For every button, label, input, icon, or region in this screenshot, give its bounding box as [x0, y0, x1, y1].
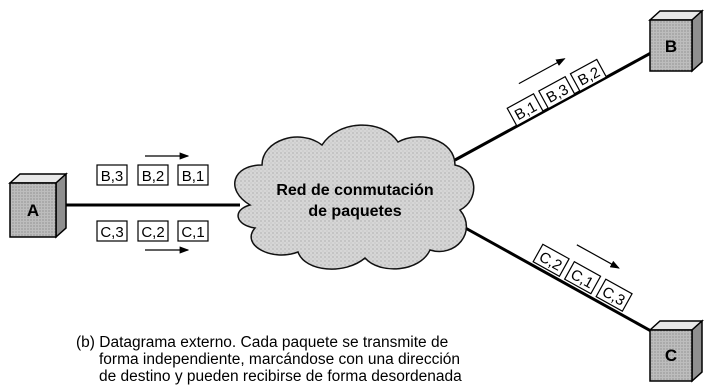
packet: C,2 [532, 243, 570, 278]
packet: B,1 [506, 93, 544, 127]
caption-line-3: de destino y pueden recibirse de forma d… [99, 368, 462, 385]
network-label-line2: de paquetes [308, 203, 401, 220]
packets-a-top: B,3 B,2 B,1 [96, 152, 209, 186]
packet: B,3 [96, 164, 128, 186]
packets-a-bottom: C,3 C,2 C,1 [96, 220, 209, 254]
packets-to-c: C,2 C,1 C,3 [532, 243, 633, 313]
figure-caption: (b) Datagrama externo. Cada paquete se t… [76, 334, 576, 385]
node-c-label: C [665, 346, 677, 365]
packet-label: C,1 [181, 224, 204, 241]
packet-label: C,2 [141, 224, 164, 241]
packet: B,2 [569, 58, 608, 93]
packet-label: B,2 [142, 168, 165, 185]
packet: B,3 [538, 75, 576, 110]
packet: B,1 [177, 164, 209, 186]
packet-switching-network-cloud: Red de conmutación de paquetes [234, 124, 475, 270]
packet-label: B,3 [101, 168, 124, 185]
packet: C,1 [177, 220, 209, 242]
packet: C,2 [137, 220, 169, 242]
caption-line-2: forma independiente, marcándose con una … [99, 351, 461, 368]
packet-label: C,3 [100, 224, 123, 241]
caption-line-1: (b) Datagrama externo. Cada paquete se t… [76, 334, 449, 351]
node-b: B [648, 9, 704, 73]
node-a: A [8, 172, 68, 239]
network-label-line1: Red de conmutación [276, 182, 433, 199]
packet-label: B,1 [182, 168, 205, 185]
packets-to-b: B,1 B,3 B,2 [506, 58, 608, 127]
node-a-label: A [27, 201, 39, 220]
packet: C,1 [563, 260, 602, 295]
packet: B,2 [137, 164, 169, 186]
node-c: C [648, 319, 704, 383]
arrow-to-c [576, 244, 620, 269]
packet: C,3 [595, 278, 633, 313]
node-b-label: B [665, 37, 677, 56]
link-network-c [459, 223, 661, 338]
packet: C,3 [96, 220, 128, 242]
arrow-to-b [518, 58, 566, 85]
